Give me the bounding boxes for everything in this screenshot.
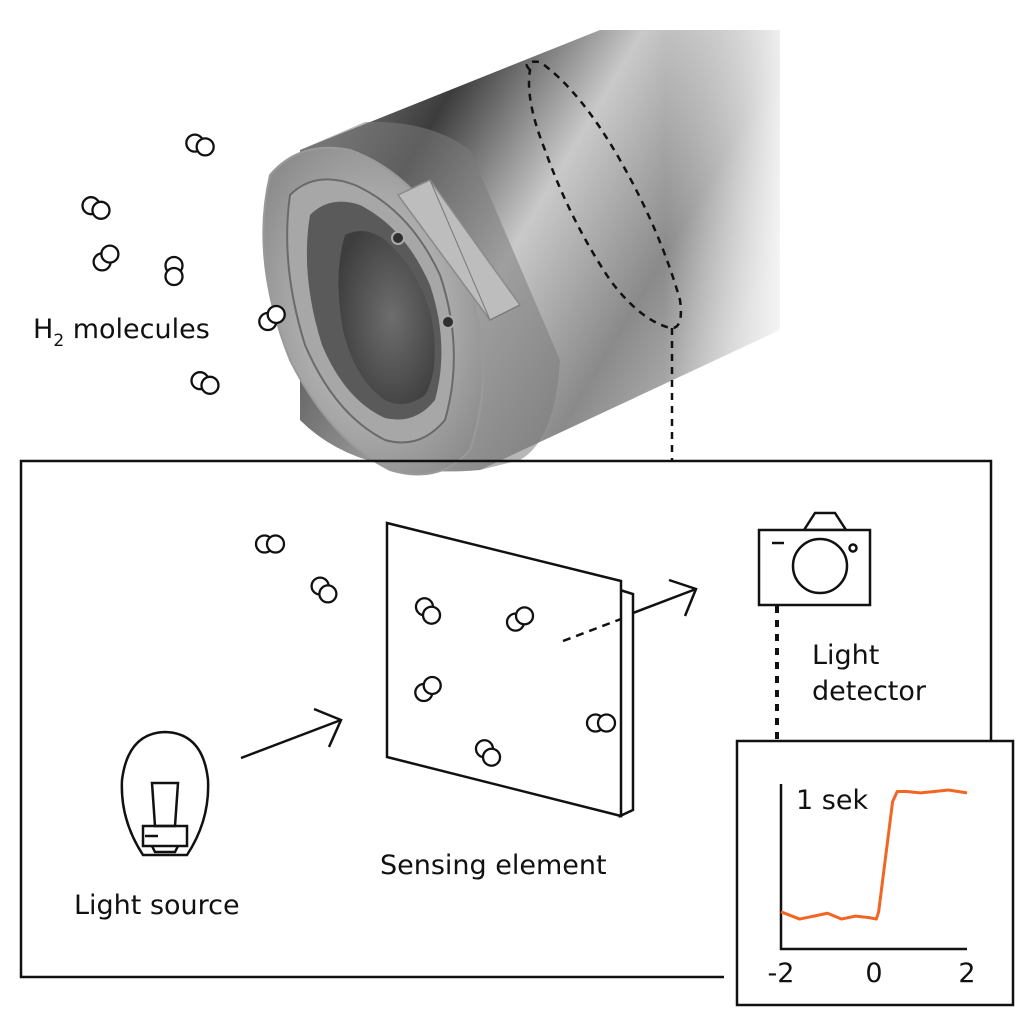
- x-tick-label: -2: [768, 958, 795, 989]
- chart-title: 1 sek: [796, 785, 868, 816]
- h2-molecule-icon: [185, 133, 215, 157]
- chart-frame: [735, 739, 1015, 1007]
- signal-series-line: [780, 788, 968, 921]
- lightbulb-icon: [120, 730, 210, 857]
- h2-molecule-icon: [414, 597, 442, 625]
- h2-molecule-icon: [81, 196, 111, 220]
- h2-molecule-icon: [92, 244, 120, 272]
- inner-h2-molecules: [254, 534, 617, 767]
- outer-h2-molecules: [81, 133, 286, 395]
- h2-molecules-label: H2 molecules: [33, 314, 210, 351]
- reflected-light-arrow: [562, 578, 698, 643]
- h2-molecule-icon: [254, 534, 286, 554]
- sensor-core: [338, 231, 435, 404]
- sensing-element: [385, 521, 635, 818]
- h2-molecule-icon: [164, 255, 184, 287]
- incident-light-arrow: [240, 707, 343, 760]
- chart-axes: [779, 784, 967, 951]
- signal-chart: 1 sek -2 0 2: [735, 739, 1015, 1007]
- hydrogen-sensor-illustration: [262, 0, 800, 476]
- detail-box: [19, 459, 993, 979]
- x-tick-label: 0: [865, 958, 882, 989]
- h2-molecule-icon: [585, 713, 617, 733]
- screw-hole: [391, 231, 405, 245]
- h2-molecule-icon: [258, 304, 286, 332]
- x-tick-label: 2: [958, 958, 975, 989]
- detail-box-frame: [19, 459, 993, 979]
- h2-molecule-icon: [505, 606, 535, 632]
- camera-icon: [757, 511, 872, 607]
- h2-molecule-icon: [310, 576, 338, 604]
- h2-molecule-icon: [474, 739, 502, 767]
- screw-hole: [441, 315, 455, 329]
- sensing-element-label: Sensing element: [380, 850, 607, 881]
- light-detector-label-line1: Light: [812, 640, 879, 671]
- h2-molecule-icon: [190, 371, 220, 395]
- light-source-label: Light source: [74, 890, 240, 921]
- light-detector-label-line2: detector: [812, 676, 927, 707]
- h2-molecule-icon: [414, 675, 442, 703]
